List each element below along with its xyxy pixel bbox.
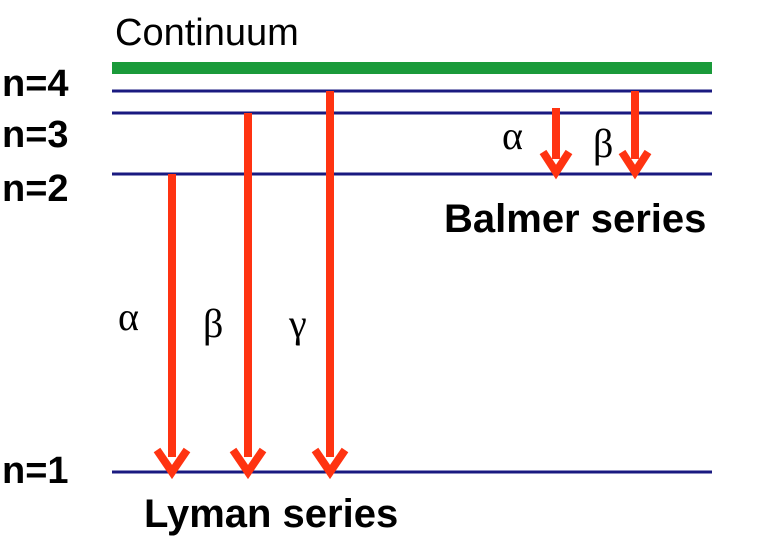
lyman-gamma-symbol: γ [288,301,307,346]
balmer-series-label: Balmer series [444,197,706,241]
lyman-gamma-arrow [311,91,349,480]
balmer-beta-symbol: β [593,121,613,166]
level-label-n2: n=2 [2,168,69,210]
balmer-alpha-symbol: α [502,113,523,158]
lyman-beta-arrow [229,113,267,480]
balmer-beta-arrow [618,91,652,180]
balmer-alpha-arrow [539,108,573,180]
level-label-n3: n=3 [2,114,69,156]
lyman-beta-symbol: β [203,301,223,346]
level-label-n4: n=4 [2,63,69,105]
continuum-label: Continuum [115,12,299,54]
lyman-alpha-symbol: α [118,294,139,339]
level-label-n1: n=1 [2,450,69,492]
lyman-alpha-arrow [153,174,191,480]
lyman-series-label: Lyman series [144,492,398,536]
